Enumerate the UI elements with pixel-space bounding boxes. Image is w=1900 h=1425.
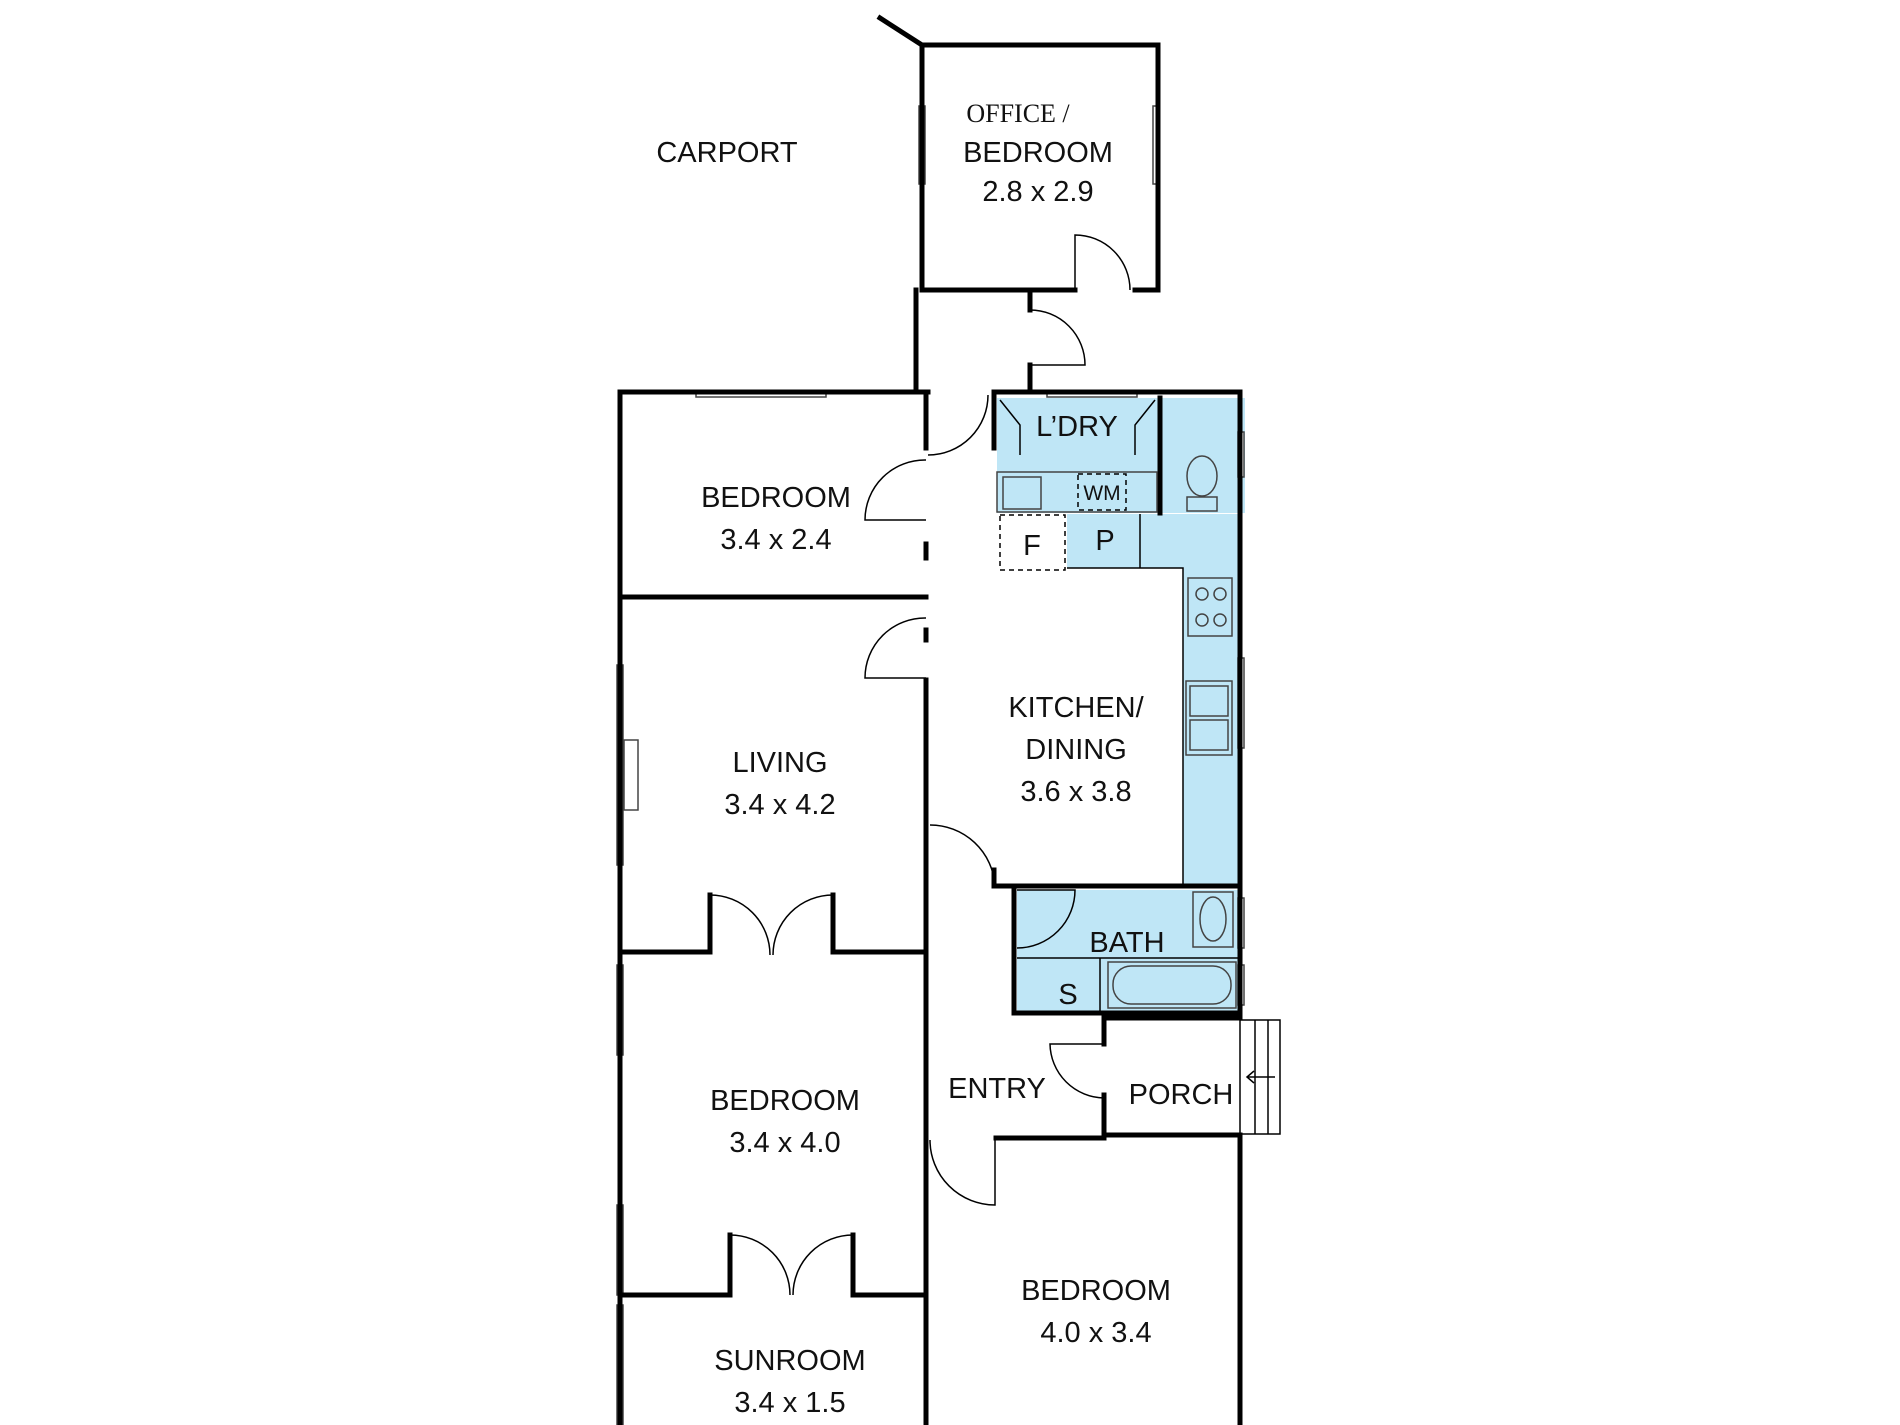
sunroom-label: SUNROOM: [714, 1345, 865, 1377]
walls: [617, 14, 1243, 1425]
wall: [617, 892, 713, 955]
laundry-area: [997, 398, 1245, 513]
pantry-label: P: [1095, 525, 1114, 557]
porch-label: PORCH: [1129, 1079, 1234, 1111]
wall: [919, 42, 1078, 293]
wall: [919, 42, 1161, 293]
kitchen-bench-area: [1067, 514, 1240, 886]
door-swing: [792, 1234, 854, 1296]
room-labels: CARPORT OFFICE / BEDROOM 2.8 x 2.9 BEDRO…: [656, 99, 1233, 1419]
living-size: 3.4 x 4.2: [724, 789, 835, 821]
door-swing: [772, 894, 834, 956]
washing-machine-label: WM: [1083, 482, 1120, 505]
door-swing: [929, 1139, 996, 1206]
sunroom-size: 3.4 x 1.5: [734, 1387, 845, 1419]
door-swing: [1016, 889, 1076, 949]
wet-areas: [997, 398, 1245, 1012]
wall: [876, 14, 926, 49]
door-swing: [1074, 234, 1131, 291]
door-swing: [927, 394, 989, 456]
bedroom-bottom-label: BEDROOM: [1021, 1275, 1171, 1307]
door-swing: [1134, 399, 1156, 455]
fireplace: [623, 739, 639, 811]
bath-area: [1017, 890, 1240, 1012]
cooktop: [1187, 577, 1233, 637]
porch-steps: [1239, 1019, 1281, 1135]
bedroom-mid-label: BEDROOM: [710, 1085, 860, 1117]
bedroom-top-label: BEDROOM: [701, 482, 851, 514]
laundry-bench: [996, 471, 1158, 513]
washing-machine: [1077, 473, 1127, 511]
living-label: LIVING: [732, 747, 827, 779]
carport-label: CARPORT: [656, 137, 798, 169]
entry-label: ENTRY: [948, 1073, 1046, 1105]
kitchen-size: 3.6 x 3.8: [1020, 776, 1131, 808]
wall: [850, 1232, 929, 1298]
wall: [617, 1232, 733, 1298]
bedroom-top-size: 3.4 x 2.4: [720, 524, 831, 556]
fridge-space: [999, 514, 1066, 571]
bedroom-bottom-size: 4.0 x 3.4: [1040, 1317, 1151, 1349]
shower-label: S: [1058, 979, 1077, 1011]
wall: [830, 892, 929, 955]
bath-label: BATH: [1089, 927, 1164, 959]
door-swing: [1029, 309, 1086, 366]
kitchen-bench-edge: [1067, 567, 1184, 886]
door-swing: [864, 617, 927, 679]
door-swing: [864, 459, 927, 521]
wall: [1011, 883, 1243, 1016]
door-swing: [709, 894, 771, 956]
door-swing: [999, 399, 1021, 455]
laundry-label: L’DRY: [1036, 411, 1118, 443]
office-label-line1: OFFICE /: [966, 99, 1070, 128]
kitchen-label-line2: DINING: [1025, 734, 1127, 766]
bedroom-mid-size: 3.4 x 4.0: [729, 1127, 840, 1159]
kitchen-sink: [1185, 680, 1233, 756]
toilet: [1186, 455, 1218, 512]
bathtub: [1107, 961, 1237, 1009]
door-swing: [929, 824, 996, 887]
office-label-line2: BEDROOM: [963, 137, 1113, 169]
vanity: [1192, 891, 1234, 948]
laundry-sink: [1002, 476, 1042, 510]
windows: [616, 105, 1245, 1425]
door-swing: [1049, 1043, 1105, 1099]
wall: [617, 389, 931, 1425]
fridge-label: F: [1023, 530, 1041, 562]
wall: [991, 389, 1243, 1015]
kitchen-label-line1: KITCHEN/: [1008, 692, 1144, 724]
fixtures: [623, 455, 1281, 1135]
door-swing: [729, 1234, 791, 1296]
doors: [709, 234, 1156, 1296]
office-size: 2.8 x 2.9: [982, 176, 1093, 208]
